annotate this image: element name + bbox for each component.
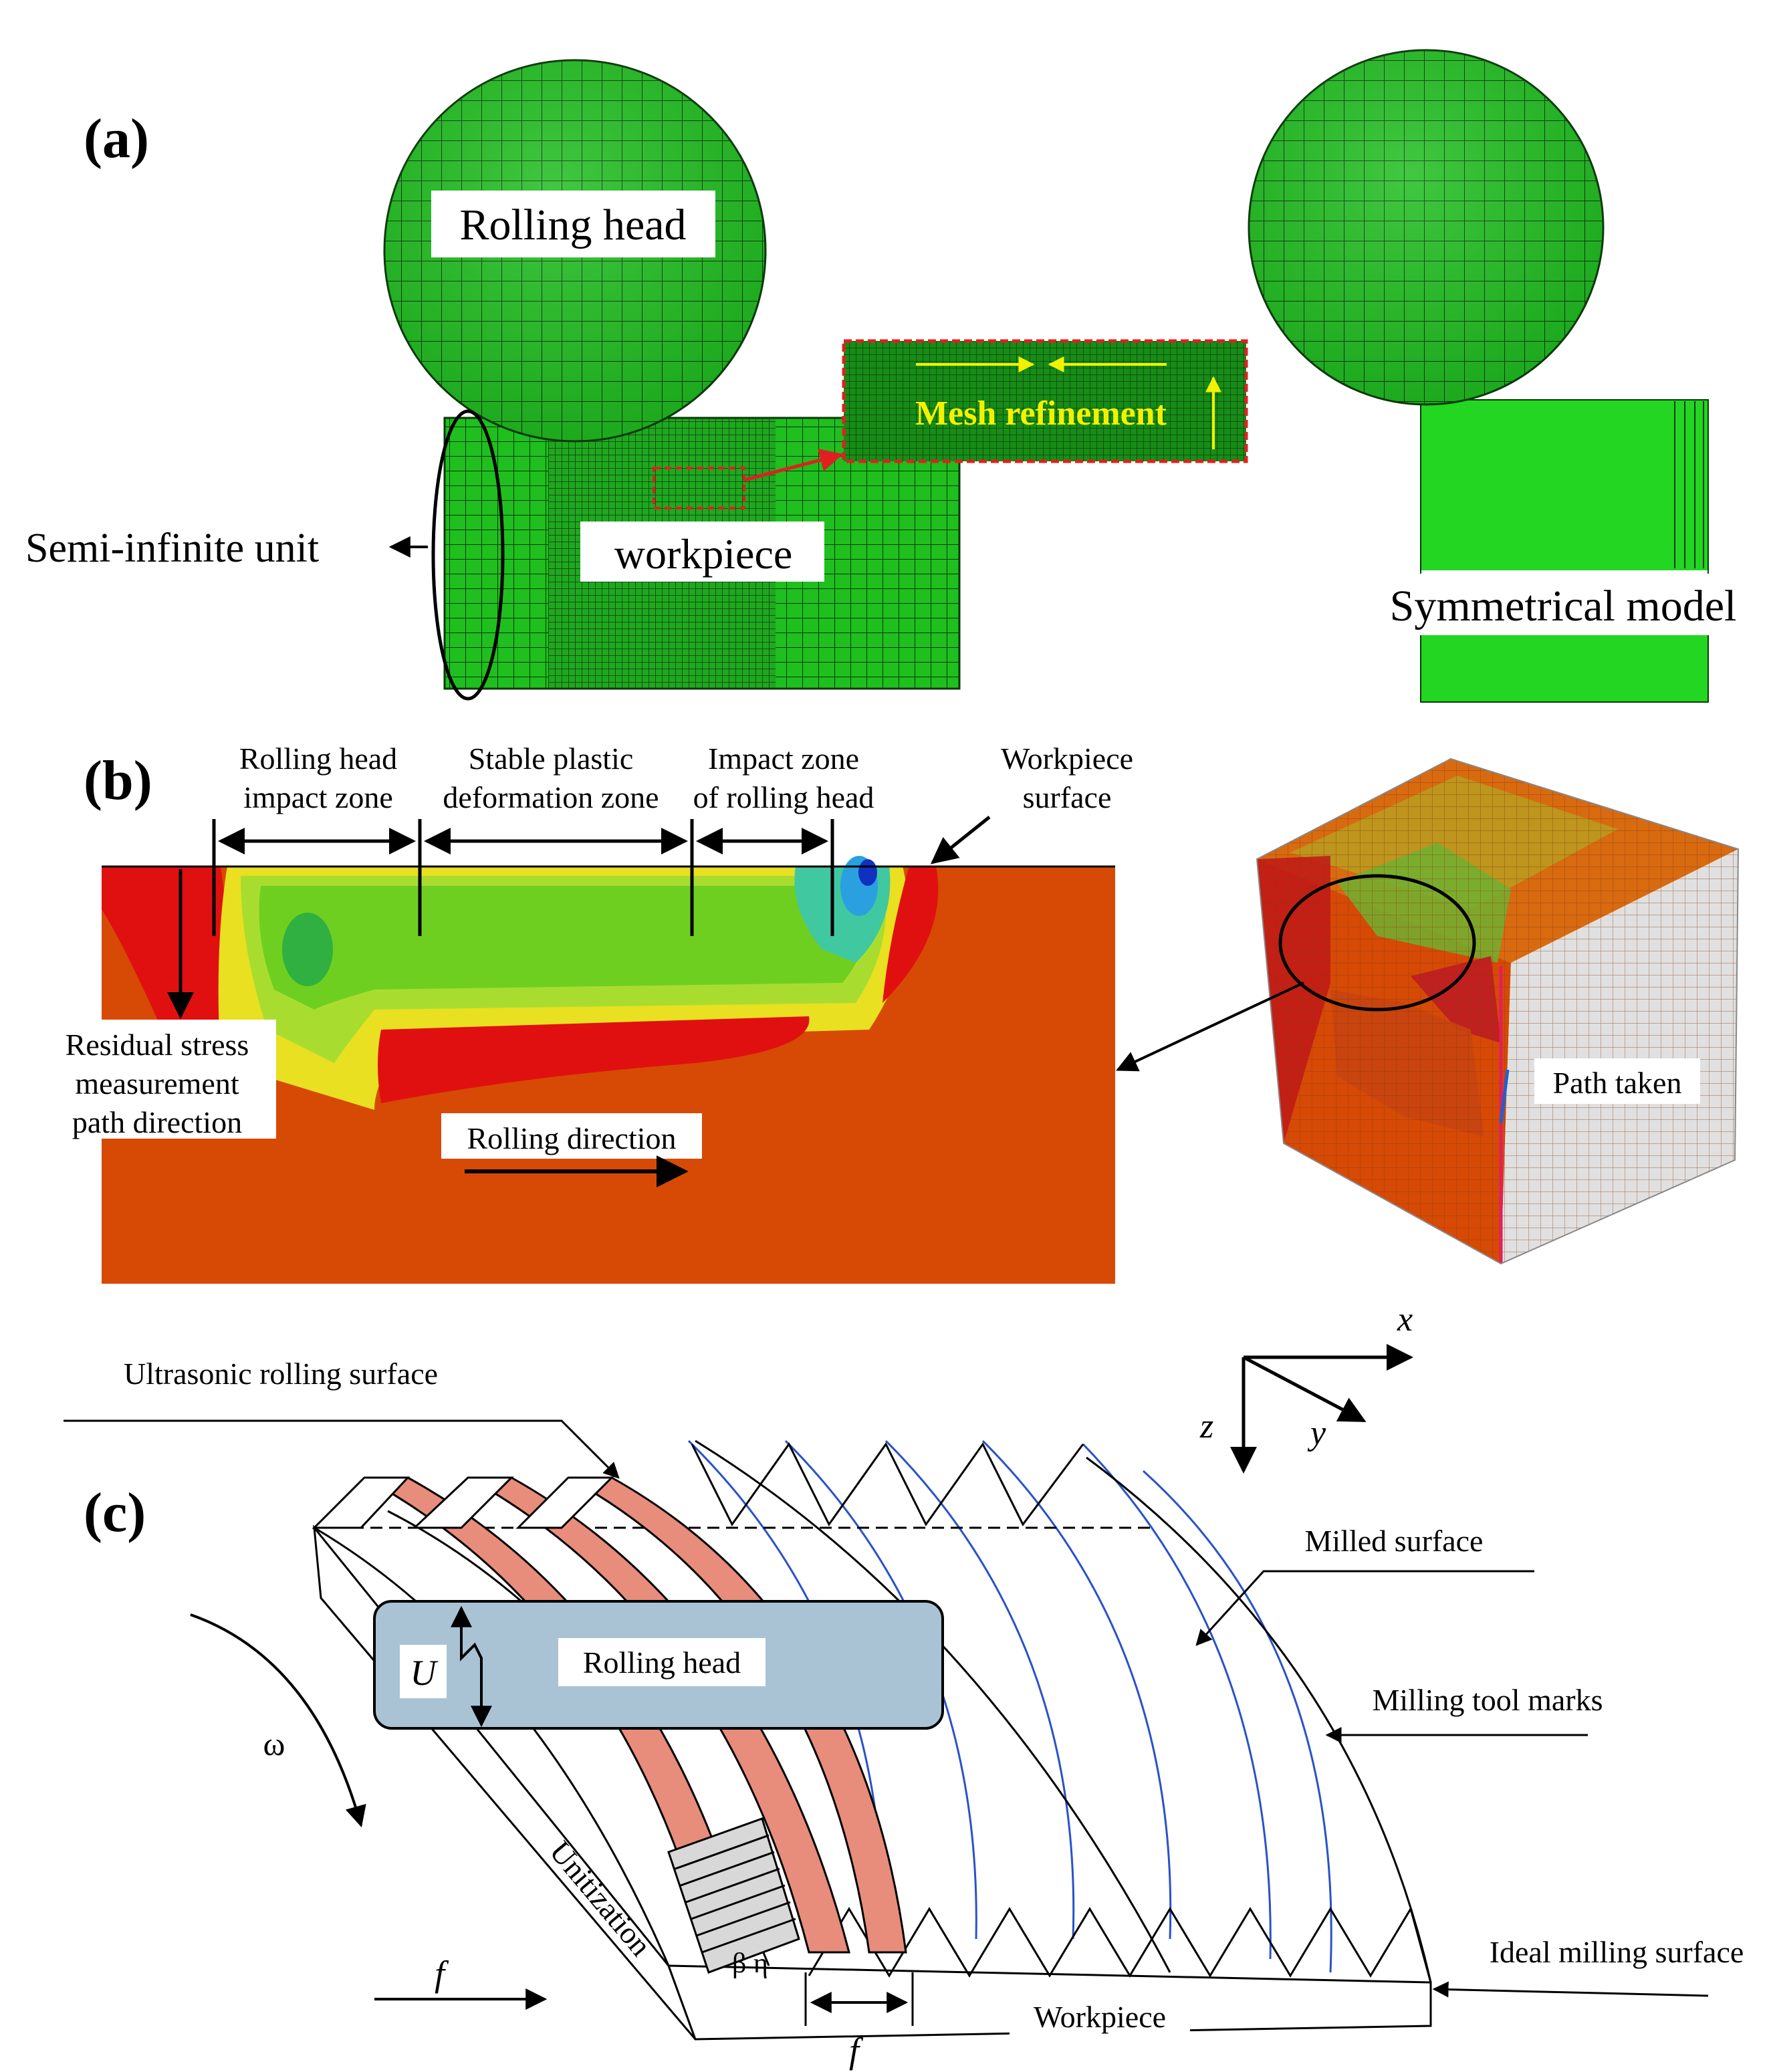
axis-z-label: z: [1199, 1407, 1213, 1446]
semi-infinite-ellipse: [431, 409, 505, 701]
refinement-region-marker: [653, 467, 745, 509]
workpiece-label: workpiece: [614, 530, 793, 578]
u-label: U: [410, 1653, 439, 1693]
rolling-head-c-label-box: [558, 1638, 766, 1686]
surface-label-line2: surface: [1023, 780, 1112, 814]
rolling-direction-box: [441, 1113, 702, 1159]
zone3-label-line2: of rolling head: [693, 780, 874, 814]
u-label-box: [400, 1645, 447, 1698]
residual-label-box: [52, 1020, 276, 1139]
workpiece-c-label-box: [1010, 1996, 1190, 2039]
panel-a-label: (a): [84, 108, 149, 170]
fea-cube-3d: [1256, 758, 1740, 1265]
zone1-label-line1: Rolling head: [239, 741, 397, 776]
feed-label-left: f: [435, 1954, 449, 1994]
axis-x-label: x: [1397, 1300, 1413, 1339]
unitization-blocks: [667, 1817, 800, 1974]
milled-surface-leader: [1195, 1570, 1534, 1646]
residual-label-line1: Residual stress: [66, 1028, 249, 1062]
zone2-label-line1: Stable plastic: [469, 741, 634, 776]
beta-eta-label: β η: [732, 1948, 768, 1979]
residual-label-line3: path direction: [72, 1105, 242, 1139]
milling-marks-label: Milling tool marks: [1373, 1683, 1603, 1717]
workpiece-label-box: [580, 522, 824, 582]
panel-b-label: (b): [84, 750, 152, 812]
axis-y-label: y: [1307, 1414, 1326, 1452]
unitization-label: Unitization: [543, 1835, 658, 1962]
ultrasonic-label: Ultrasonic rolling surface: [124, 1357, 438, 1391]
refinement-callout-arrow: [743, 449, 844, 482]
mesh-refinement-inset: Mesh refinement: [842, 339, 1248, 463]
zone2-label-line2: deformation zone: [443, 780, 659, 814]
ideal-surface-leader: [1432, 1981, 1709, 1998]
workpiece-c-label: Workpiece: [1034, 2000, 1166, 2034]
rolling-direction-label: Rolling direction: [467, 1121, 676, 1155]
zone1-label-line2: impact zone: [243, 780, 393, 814]
mesh-refinement-label: Mesh refinement: [915, 394, 1167, 433]
rolling-head-c-label: Rolling head: [583, 1645, 741, 1680]
panel-c: (c) Ultrasonic rolling surface x z y: [64, 1300, 1744, 2071]
path-taken-label: Path taken: [1553, 1066, 1682, 1100]
milled-surface-label: Milled surface: [1305, 1524, 1484, 1558]
symmetrical-model-label: Symmetrical model: [1390, 582, 1737, 630]
rolling-head-label-box: [431, 191, 715, 257]
panel-b: (b) Rolling head impact zo: [52, 741, 1740, 1284]
symmetrical-model: [1248, 49, 1762, 703]
surface-label-line1: Workpiece: [1001, 741, 1133, 776]
cube-highlight-ellipse: [1278, 874, 1476, 1012]
zone-dimension-bars: [212, 819, 834, 936]
panel-a: (a) Rolling head Semi-infinite unit work…: [25, 49, 1762, 703]
zone3-label-line1: Impact zone: [708, 741, 859, 776]
ideal-surface-label: Ideal milling surface: [1490, 1935, 1744, 1969]
cube-to-plot-arrow: [1116, 982, 1304, 1072]
amplitude-arrow: [451, 1605, 492, 1728]
semi-infinite-label: Semi-infinite unit: [25, 526, 319, 571]
omega-label: ω: [263, 1725, 285, 1762]
coordinate-axes: [1230, 1344, 1413, 1474]
path-taken-box: [1534, 1058, 1700, 1104]
residual-label-line2: measurement: [75, 1066, 239, 1101]
omega-rotation-arrow: [190, 1613, 366, 1828]
surface-arrow: [930, 816, 991, 865]
ultrasonic-leader: [64, 1419, 620, 1479]
rolling-head-label: Rolling head: [459, 201, 686, 249]
panel-c-label: (c): [84, 1482, 146, 1544]
